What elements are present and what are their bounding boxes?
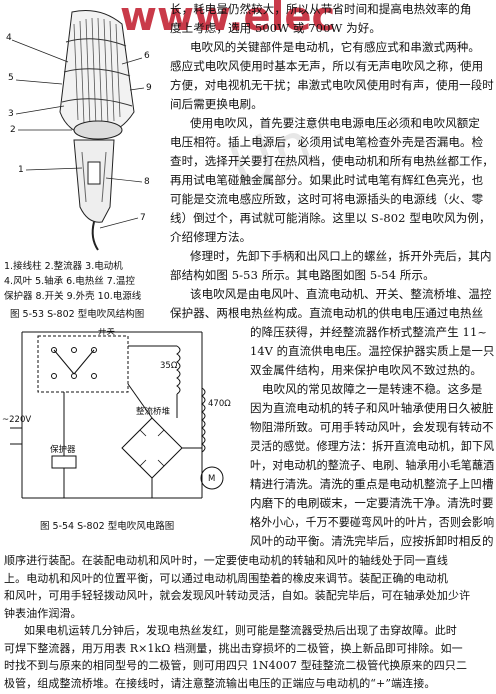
paragraph-line: 精进行清洗。清洗的重点是电动机整流子上凹槽 xyxy=(250,477,494,491)
figure-caption: 图 5-53 S-802 型电吹风结构图 xyxy=(10,309,145,320)
paragraph-line: 电吹风的关键部件是电动机，它有感应式和串激式两种。 xyxy=(190,40,480,54)
callout-label: 2 xyxy=(10,125,16,135)
paragraph-line: 时找不到与原来的相同型号的二极管，则可用四只 1N4007 型硅整流二极管代换原… xyxy=(4,659,468,672)
callout-label: 4 xyxy=(6,33,12,43)
paragraph-line: 极管，组成整流桥堆。在接线时，请注意整流输出电压的正端应与电动机的“+”端连接。 xyxy=(4,676,436,690)
resistor-label: 470Ω xyxy=(208,399,231,409)
paragraph-line: 和风叶，可用手轻轻拨动风叶，就会发现风叶转动灵活，自如。装配完毕后，可在轴承处加… xyxy=(4,589,471,602)
figure-caption: 图 5-54 S-802 型电吹风电路图 xyxy=(40,521,175,532)
paragraph-line: 14V 的直流供电电压。温控保护器实质上是一只 xyxy=(250,344,495,358)
paragraph-line: 长，耗电量仍然较大，所以从节省时间和提高电热效率的角 xyxy=(170,2,472,16)
callout-label: 5 xyxy=(8,73,14,83)
paragraph-line: 叶，对电动机的整流子、电刷、轴承用小毛笔蘸酒 xyxy=(250,458,495,472)
callout-label: 9 xyxy=(146,83,152,93)
paragraph-line: 因为直流电动机的转子和风叶轴承使用日久被脏 xyxy=(250,401,494,415)
circuit-diagram: 开关 35Ω 470Ω 整流桥堆 ~220V 保护器 M xyxy=(2,328,231,499)
paragraph-line: 介绍修理方法。 xyxy=(170,230,252,244)
paragraph-line: 线）倒过个，再试就可能消除。这里以 S-802 型电吹风为例， xyxy=(170,211,491,225)
voltage-label: ~220V xyxy=(2,415,31,425)
paragraph-line: 风叶的动平衡。清洗完毕后，应按拆卸时相反的 xyxy=(250,534,494,548)
figure-legend-line: 1.接线柱 2.整流器 3.电动机 xyxy=(4,261,123,272)
paragraph-line: 格外小心，千万不要碰弯风叶的叶片，否则会影响 xyxy=(250,515,495,529)
paragraph-line: 查时，选择开关要打在热风档，使电动机和所有电热丝都工作， xyxy=(170,154,494,168)
callout-label: 8 xyxy=(144,177,150,187)
paragraph-line: 修理时，先卸下手柄和出风口上的螺丝，拆开外壳后，其内 xyxy=(190,249,492,263)
paragraph-line: 可焊下整流器，用万用表 R×1kΩ 档测量，挑出击穿损坏的二极管，换上新品即可排… xyxy=(4,641,463,655)
figure-legend-line: 保护器 8.开关 9.外壳 10.电源线 xyxy=(4,291,142,302)
paragraph-line: 内磨下的电刷碳末，一定要清洗干净。清洗时要 xyxy=(250,496,494,510)
paragraph-line: 上。电动机和风叶的位置平衡，可以通过电动机周围垫着的橡皮来调节。装配正确的电动机 xyxy=(4,571,448,585)
hair-dryer-structure-figure: 4 5 3 2 1 6 9 8 7 xyxy=(6,10,152,251)
paragraph-line: 使用电吹风，首先要注意供电电源电压必须和电吹风额定 xyxy=(190,116,480,130)
paragraph-line: 电压相符。插上电源后，必须用试电笔检查外壳是否漏电。检 xyxy=(170,135,484,149)
switch-label: 开关 xyxy=(98,328,116,337)
paragraph-line: 感应式电吹风使用时基本无声，所以有无声电吹风之称，使用 xyxy=(170,59,484,73)
paragraph-line: 电吹风的常见故障之一是转速不稳。这多是 xyxy=(262,382,483,396)
paragraph-line: 该电吹风是由电风叶、直流电动机、开关、整流桥堆、温控 xyxy=(190,287,492,301)
callout-label: 1 xyxy=(18,165,24,175)
figure-legend-line: 4.风叶 5.轴承 6.电热丝 7.温控 xyxy=(4,276,135,287)
paragraph-line: 灵活的感觉。修理方法：拆开直流电动机，卸下风 xyxy=(250,439,495,453)
paragraph-line: 可能是交流电感应所致，这时可将电源插头的电源线（火、零 xyxy=(170,192,484,206)
callout-label: 7 xyxy=(140,213,146,223)
paragraph-line: 物阻滞所致。可用手转动风叶，会发现有转动不 xyxy=(250,420,494,434)
protector-label: 保护器 xyxy=(50,444,76,455)
paragraph-line: 保护器、两根电热丝构成。直流电动机的供电电压通过电热丝 xyxy=(170,306,484,320)
paragraph-line: 方便，对电视机无干扰；串激式电吹风使用时有声，使用一段时 xyxy=(170,78,494,92)
callout-label: 3 xyxy=(8,109,14,119)
paragraph-line: 再用试电笔碰触金属部分。如果此时试电笔有辉红色亮光，也 xyxy=(170,173,484,187)
paragraph-line: 部结构如图 5-53 所示。其电路图如图 5-54 所示。 xyxy=(170,268,435,282)
paragraph-line: 顺序进行装配。在装配电动机和风叶时，一定要使电动机的转轴和风叶的轴线处于同一直线 xyxy=(4,554,448,567)
watermark-logo: www.elec xyxy=(120,0,336,40)
callout-label: 6 xyxy=(144,51,150,61)
paragraph-line: 钟表油作润滑。 xyxy=(4,606,82,620)
paragraph-line: 双金属件结构，用来保护电吹风不致过热的。 xyxy=(250,363,482,377)
paragraph-line: 的降压获得，并经整流器作桥式整流产生 11~ xyxy=(250,325,488,339)
motor-label: M xyxy=(208,474,215,484)
paragraph-line: 度上考虑，选用 500W 或 700W 为好。 xyxy=(170,21,381,35)
paragraph-line: 如果电机运转几分钟后，发现电热丝发红，则可能是整流器受热后出现了击穿故障。此时 xyxy=(24,624,457,637)
bridge-label: 整流桥堆 xyxy=(136,406,171,417)
paragraph-line: 间后需更换电刷。 xyxy=(170,97,263,111)
resistor-label: 35Ω xyxy=(160,361,178,371)
